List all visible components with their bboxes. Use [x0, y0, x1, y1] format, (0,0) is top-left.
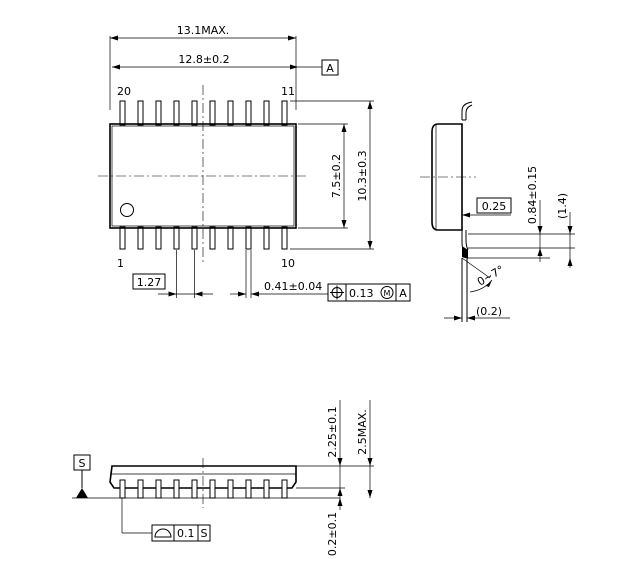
flatness-frame: 0.1 S — [151, 524, 211, 542]
flatness-icon — [154, 528, 172, 538]
flatness-value: 0.1 — [177, 527, 195, 540]
pin-20-label: 20 — [117, 85, 131, 98]
overall-length-label: 13.1MAX. — [177, 24, 230, 37]
position-tolerance-icon — [330, 285, 344, 300]
lead-length-label: 0.25 — [482, 200, 507, 213]
datum-a-label: A — [326, 62, 334, 75]
body-width-label: 7.5±0.2 — [330, 154, 343, 198]
max-material-label: M — [384, 289, 391, 298]
foot-angle-label: 0~7° — [475, 263, 506, 289]
top-view: 13.1MAX. 12.8±0.2 A 20 11 — [98, 24, 411, 302]
position-tolerance-frame: 0.13 M A — [327, 283, 411, 302]
pin-10-label: 10 — [281, 257, 295, 270]
max-material-icon — [380, 286, 394, 299]
pitch-dimension: 1.27 — [132, 250, 213, 298]
standoff-label: 0.2±0.1 — [326, 512, 339, 556]
overall-height-label: 2.5MAX. — [356, 409, 369, 455]
side-body — [431, 123, 463, 231]
width-dimensions: 7.5±0.2 10.3±0.3 — [290, 100, 374, 250]
pin-11-label: 11 — [281, 85, 295, 98]
top-leads — [119, 100, 288, 126]
flatness-datum-label: S — [201, 527, 208, 540]
datum-triangle-icon — [76, 488, 88, 498]
overall-width-label: 10.3±0.3 — [356, 150, 369, 201]
pin-1-marker — [120, 203, 134, 217]
foot-length-label: 0.84±0.15 — [526, 166, 539, 224]
datum-s-label: S — [79, 457, 86, 470]
position-datum-label: A — [399, 287, 407, 300]
pitch-label: 1.27 — [137, 276, 162, 289]
lead-width-label: 0.41±0.04 — [264, 280, 322, 293]
front-leads — [119, 479, 288, 499]
lead-width-dimension: 0.41±0.04 — [230, 250, 328, 298]
pin-1-label: 1 — [117, 257, 124, 270]
body-length-dimension: 12.8±0.2 A — [112, 53, 339, 76]
lead-reach-label: (1.4) — [556, 193, 569, 219]
front-view: S 2.25±0.1 2.5MAX — [72, 400, 374, 556]
side-view: 0.25 0.84±0.15 (1.4) 0~7° (0.2) — [420, 101, 575, 322]
overall-length-dimension: 13.1MAX. — [109, 24, 297, 110]
position-tolerance-value: 0.13 — [349, 287, 374, 300]
body-length-label: 12.8±0.2 — [178, 53, 229, 66]
body-height-label: 2.25±0.1 — [326, 406, 339, 457]
bottom-leads — [119, 226, 288, 250]
lead-thickness-label: (0.2) — [476, 305, 502, 318]
